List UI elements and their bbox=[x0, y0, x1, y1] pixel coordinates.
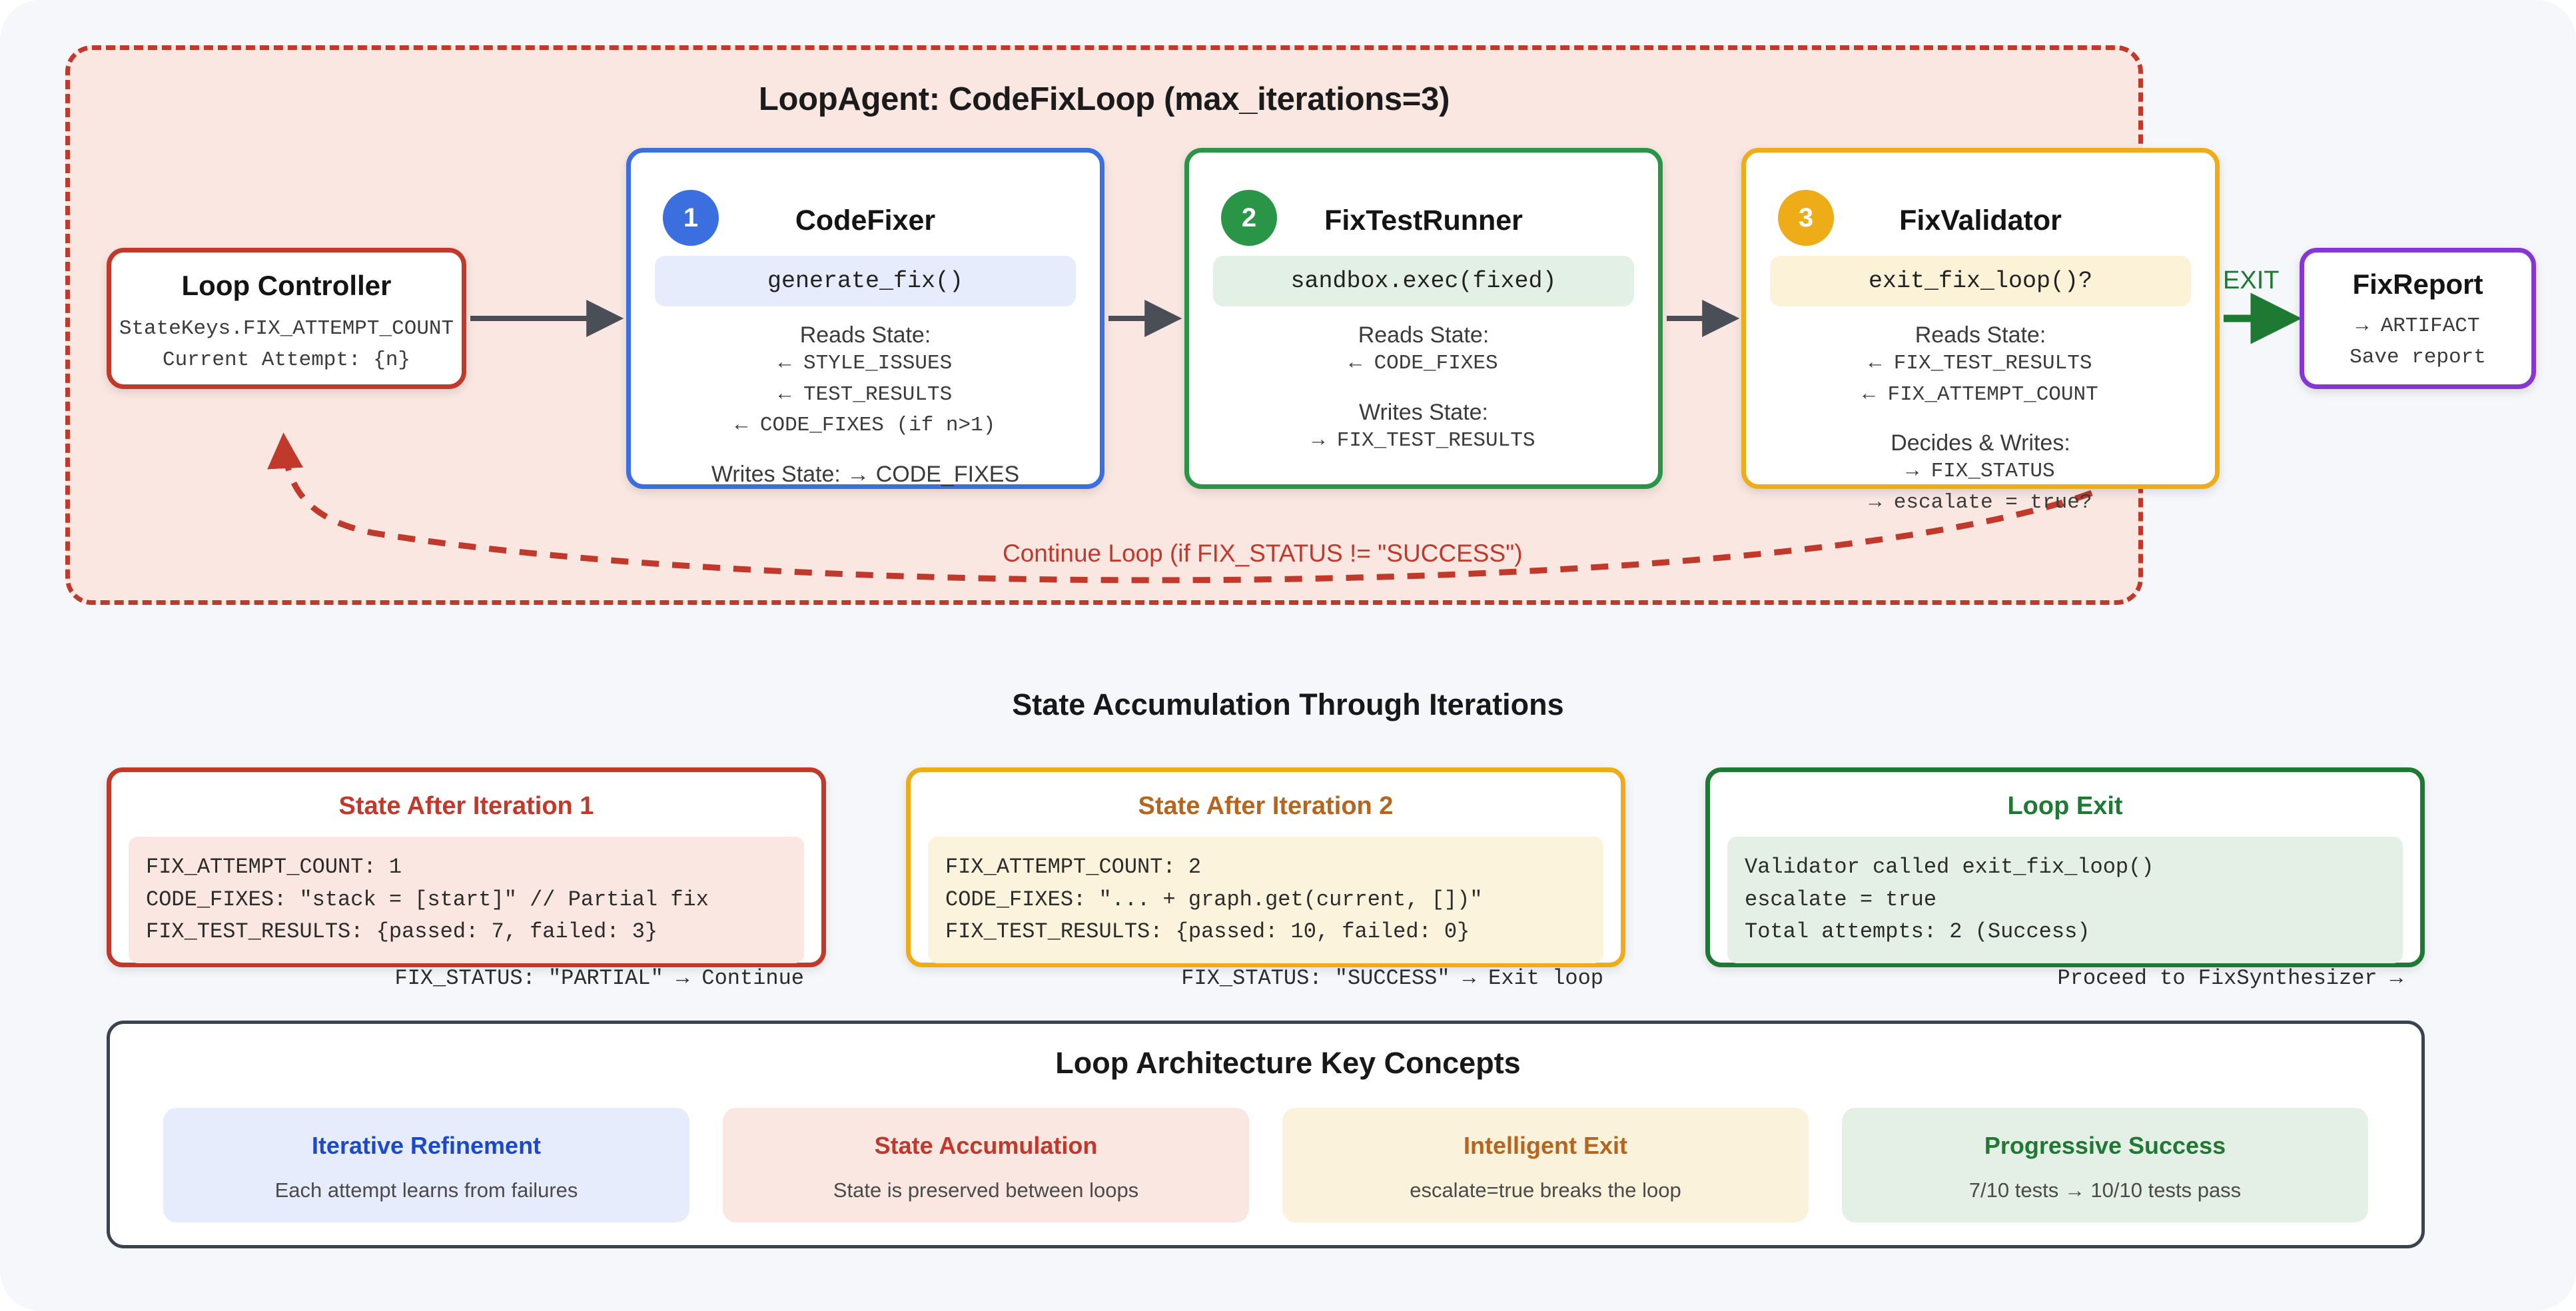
state-card-footer: FIX_STATUS: "PARTIAL" → Continue bbox=[394, 965, 805, 991]
step-badge-3: 3 bbox=[1778, 190, 1834, 246]
writes-item: → FIX_STATUS bbox=[1906, 460, 2055, 483]
agent-title-fixtestrunner: FixTestRunner bbox=[1324, 205, 1523, 236]
state-card-title: Loop Exit bbox=[2007, 792, 2123, 820]
fixreport-save: Save report bbox=[2350, 345, 2486, 369]
reads-item: ← FIX_ATTEMPT_COUNT bbox=[1863, 382, 2098, 406]
writes-state-codefixer: Writes State: → CODE_FIXES bbox=[711, 461, 1020, 487]
state-section-heading: State Accumulation Through Iterations bbox=[1012, 687, 1564, 721]
loop-agent-title: LoopAgent: CodeFixLoop (max_iterations=3… bbox=[758, 81, 1450, 117]
reads-item: ← TEST_RESULTS bbox=[778, 382, 953, 406]
reads-item: ← STYLE_ISSUES bbox=[778, 352, 953, 375]
state-card-loop-exit[interactable]: Loop Exit Validator called exit_fix_loop… bbox=[1705, 767, 2425, 991]
concept-desc: 7/10 tests → 10/10 tests pass bbox=[1968, 1178, 2242, 1202]
concept-card-iterative-refinement[interactable]: Iterative Refinement Each attempt learns… bbox=[163, 1108, 689, 1222]
state-card-title: State After Iteration 1 bbox=[338, 792, 594, 820]
state-line: FIX_ATTEMPT_COUNT: 2 bbox=[945, 855, 1202, 879]
key-concepts-panel: Iterative Refinement Each attempt learns… bbox=[107, 1021, 2425, 1248]
state-line: Total attempts: 2 (Success) bbox=[1745, 919, 2090, 945]
agent-node-fixtestrunner[interactable]: 2 FixTestRunner sandbox.exec(fixed) Read… bbox=[1184, 148, 1663, 489]
state-line: FIX_ATTEMPT_COUNT: 1 bbox=[146, 855, 402, 879]
reads-item: ← CODE_FIXES (if n>1) bbox=[735, 414, 996, 437]
continue-loop-label: Continue Loop (if FIX_STATUS != "SUCCESS… bbox=[1003, 540, 1523, 567]
agent-code-codefixer: generate_fix() bbox=[655, 256, 1076, 306]
fixreport-node[interactable]: FixReport → ARTIFACT Save report bbox=[2300, 248, 2536, 389]
concept-desc: Each attempt learns from failures bbox=[274, 1178, 578, 1202]
reads-state-label-fixvalidator: Reads State: bbox=[1915, 322, 2046, 348]
agent-code-fixtestrunner: sandbox.exec(fixed) bbox=[1213, 256, 1634, 306]
reads-item: ← CODE_FIXES bbox=[1349, 352, 1498, 375]
concept-title: State Accumulation bbox=[874, 1132, 1098, 1159]
fixreport-title: FixReport bbox=[2352, 268, 2483, 300]
state-card-body: FIX_ATTEMPT_COUNT: 2 CODE_FIXES: "... + … bbox=[928, 837, 1603, 963]
concept-card-progressive-success[interactable]: Progressive Success 7/10 tests → 10/10 t… bbox=[1842, 1108, 2368, 1222]
concept-desc: State is preserved between loops bbox=[833, 1178, 1139, 1202]
decides-writes-label-fixvalidator: Decides & Writes: bbox=[1891, 430, 2070, 456]
state-card-footer: Proceed to FixSynthesizer → bbox=[2057, 965, 2403, 991]
loop-controller-title: Loop Controller bbox=[181, 270, 392, 301]
step-badge-1: 1 bbox=[663, 190, 719, 246]
state-line: FIX_TEST_RESULTS: {passed: 10, failed: 0… bbox=[945, 919, 1470, 945]
agent-title-fixvalidator: FixValidator bbox=[1899, 205, 2062, 236]
state-line: CODE_FIXES: "stack = [start]" // Partial… bbox=[146, 887, 709, 912]
loop-controller-attempt: Current Attempt: {n} bbox=[162, 348, 411, 372]
state-card-title: State After Iteration 2 bbox=[1138, 792, 1394, 820]
concept-title: Iterative Refinement bbox=[311, 1132, 542, 1159]
state-card-footer: FIX_STATUS: "SUCCESS" → Exit loop bbox=[1181, 965, 1603, 991]
exit-label: EXIT bbox=[2223, 266, 2280, 294]
state-line: Validator called exit_fix_loop() bbox=[1745, 855, 2154, 879]
fixreport-artifact: → ARTIFACT bbox=[2356, 314, 2480, 338]
state-line: escalate = true bbox=[1745, 887, 1937, 912]
agent-node-fixvalidator[interactable]: 3 FixValidator exit_fix_loop()? Reads St… bbox=[1741, 148, 2220, 514]
state-card-iteration-1[interactable]: State After Iteration 1 FIX_ATTEMPT_COUN… bbox=[107, 767, 826, 991]
loop-controller-statekey: StateKeys.FIX_ATTEMPT_COUNT bbox=[119, 317, 454, 340]
key-concepts-row: Iterative Refinement Each attempt learns… bbox=[110, 1108, 2421, 1222]
step-badge-2: 2 bbox=[1221, 190, 1277, 246]
loop-controller-node[interactable]: Loop Controller StateKeys.FIX_ATTEMPT_CO… bbox=[107, 248, 466, 389]
writes-item: → FIX_TEST_RESULTS bbox=[1312, 428, 1535, 452]
concepts-section-heading: Loop Architecture Key Concepts bbox=[1055, 1046, 1521, 1080]
concept-card-intelligent-exit[interactable]: Intelligent Exit escalate=true breaks th… bbox=[1282, 1108, 1809, 1222]
agent-node-codefixer[interactable]: 1 CodeFixer generate_fix() Reads State: … bbox=[626, 148, 1104, 489]
state-line: CODE_FIXES: "... + graph.get(current, []… bbox=[945, 887, 1483, 912]
concept-title: Progressive Success bbox=[1984, 1132, 2226, 1159]
state-card-body: Validator called exit_fix_loop() escalat… bbox=[1727, 837, 2403, 963]
writes-item: → escalate = true? bbox=[1869, 490, 2092, 514]
state-card-body: FIX_ATTEMPT_COUNT: 1 CODE_FIXES: "stack … bbox=[129, 837, 804, 963]
reads-item: ← FIX_TEST_RESULTS bbox=[1869, 352, 2092, 375]
state-line: FIX_TEST_RESULTS: {passed: 7, failed: 3} bbox=[146, 919, 658, 945]
agent-code-fixvalidator: exit_fix_loop()? bbox=[1770, 256, 2191, 306]
concept-desc: escalate=true breaks the loop bbox=[1410, 1178, 1681, 1202]
state-card-iteration-2[interactable]: State After Iteration 2 FIX_ATTEMPT_COUN… bbox=[906, 767, 1625, 991]
agent-title-codefixer: CodeFixer bbox=[795, 205, 936, 236]
writes-state-label-fixtestrunner: Writes State: bbox=[1359, 399, 1488, 425]
reads-state-label-fixtestrunner: Reads State: bbox=[1358, 322, 1490, 348]
reads-state-label-codefixer: Reads State: bbox=[799, 322, 931, 348]
concept-title: Intelligent Exit bbox=[1463, 1132, 1628, 1159]
concept-card-state-accumulation[interactable]: State Accumulation State is preserved be… bbox=[723, 1108, 1249, 1222]
